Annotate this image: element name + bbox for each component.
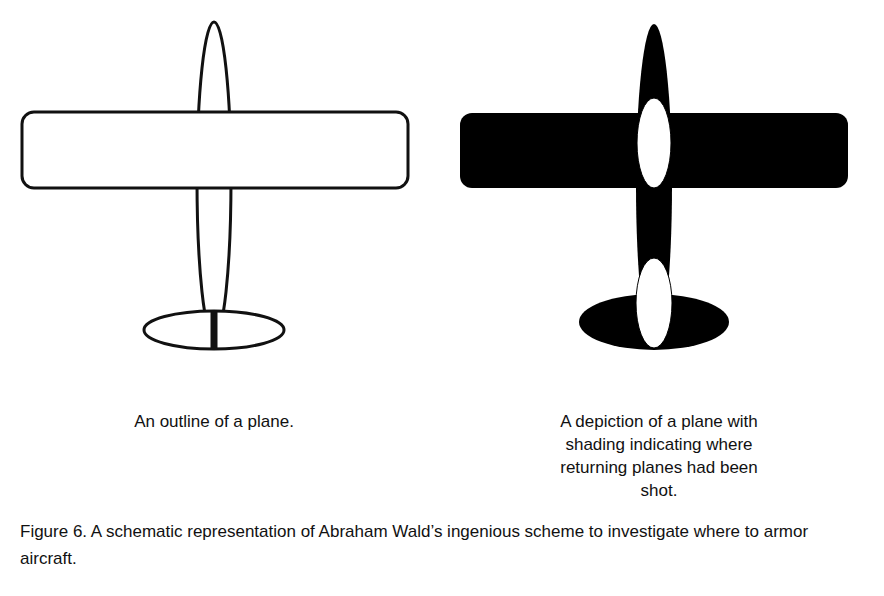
tail xyxy=(144,311,284,349)
figure-label: An outline of a plane. xyxy=(84,410,344,433)
figure-caption: Figure 6. A schematic representation of … xyxy=(20,518,866,572)
figure-label: A depiction of a plane with shading indi… xyxy=(557,410,762,502)
shaded-plane xyxy=(460,24,848,350)
tail-fin xyxy=(211,312,218,350)
outline-plane xyxy=(22,22,408,350)
unhit-area xyxy=(637,98,671,188)
wing xyxy=(22,112,408,188)
unhit-area xyxy=(636,258,672,348)
